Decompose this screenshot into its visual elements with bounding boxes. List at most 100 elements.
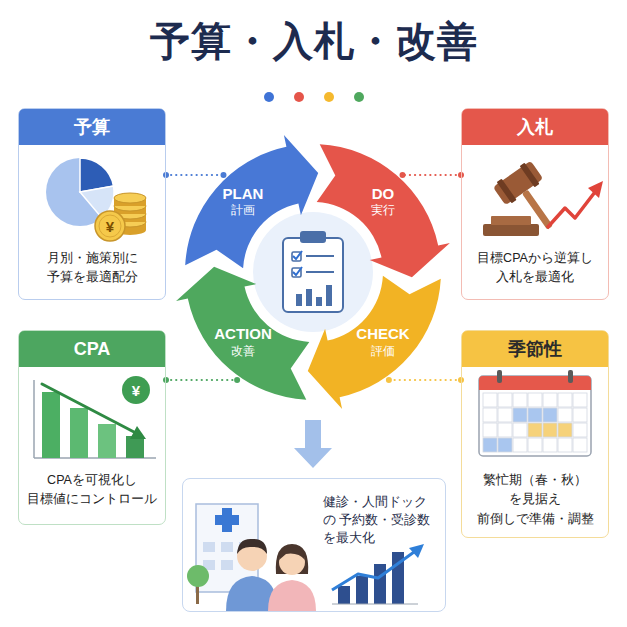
coin-stack-part (114, 193, 146, 203)
calendar-cell (483, 438, 497, 452)
cpa-icon-part (42, 384, 134, 432)
calendar-cell (573, 393, 587, 407)
check-arrow: CHECK評価 (313, 272, 455, 414)
clipboard-icon-part (283, 238, 343, 312)
icon-space (19, 145, 165, 249)
panel-heading: 入札 (462, 109, 608, 145)
panel-heading: CPA (19, 331, 165, 367)
connector-dot (400, 172, 406, 178)
icon-space (462, 367, 608, 471)
dotted-connector (166, 379, 237, 381)
phase-japanese: 計画 (223, 204, 264, 220)
cycle-label: ACTION改善 (214, 324, 272, 359)
calendar-cell (513, 438, 527, 452)
title-dots-part (354, 92, 364, 102)
connector-dot (163, 172, 169, 178)
calendar-cell (543, 408, 557, 422)
calendar-cell (573, 438, 587, 452)
bid-panel: 入札目標CPAから逆算し 入札を最適化 (461, 108, 609, 300)
clipboard-icon-part (326, 285, 332, 306)
phase-japanese: 実行 (371, 204, 395, 220)
people-illustration-part (203, 542, 215, 552)
phase-name: DO (371, 184, 395, 204)
people-illustration-part (332, 604, 418, 605)
people-illustration-part (187, 565, 209, 587)
title-dots-part (324, 92, 334, 102)
bid-icon-part (491, 216, 531, 225)
people-illustration-part (221, 560, 233, 570)
icon-space (19, 367, 165, 471)
clipboard-icon-part (316, 297, 322, 306)
cpa-icon-part (42, 392, 60, 458)
down-arrow (294, 420, 332, 468)
clipboard-icon-part (306, 271, 334, 273)
plan-arrow: PLAN計画 (171, 130, 313, 272)
panel-heading: 予算 (19, 109, 165, 145)
calendar-cell (543, 438, 557, 452)
cycle-arrow (185, 135, 318, 268)
do-arrow: DO実行 (313, 130, 455, 272)
bid-icon-part-part (497, 179, 517, 204)
calendar-cell (573, 423, 587, 437)
calendar-cell (558, 408, 572, 422)
calendar-icon-part (497, 370, 502, 383)
people-illustration-part (409, 544, 424, 558)
calendar-cell (558, 438, 572, 452)
bid-icon-part-part (522, 190, 553, 230)
dotted-connector (166, 174, 223, 176)
cpa-icon-part (98, 424, 116, 458)
calendar-icon-part (568, 370, 573, 383)
bid-icon-part (588, 181, 603, 198)
calendar-cell (513, 393, 527, 407)
cycle-label: PLAN計画 (223, 184, 264, 219)
clipboard-icon-part (293, 251, 302, 259)
phase-name: CHECK (356, 324, 409, 344)
budget-icon (46, 158, 146, 241)
season-panel: 季節性繁忙期（春・秋）を見据え 前倒しで準備・調整 (461, 330, 609, 538)
calendar-cell (573, 408, 587, 422)
connector-dot (386, 377, 392, 383)
panel-description: 繁忙期（春・秋）を見据え 前倒しで準備・調整 (462, 471, 608, 529)
bid-icon-part (547, 192, 595, 228)
calendar-cell (513, 423, 527, 437)
calendar-cell (543, 423, 557, 437)
currency-symbol: ¥ (106, 219, 114, 234)
calendar-cell (498, 393, 512, 407)
calendar-cell (558, 393, 572, 407)
cpa-icon-part (130, 426, 146, 439)
bid-icon-part (492, 159, 569, 241)
people-illustration-part (279, 547, 305, 560)
people-illustration-part (196, 584, 199, 604)
bid-icon (483, 159, 603, 241)
connector-dot (163, 377, 169, 383)
clipboard-icon-part (293, 267, 302, 275)
calendar-icon-part (479, 376, 591, 456)
calendar-cell (528, 423, 542, 437)
panel-heading: 季節性 (462, 331, 608, 367)
calendar-cell (543, 393, 557, 407)
dotted-connector (389, 379, 461, 381)
cpa-panel: CPACPAを可視化し 目標値にコントロール (18, 330, 166, 525)
calendar-cell (528, 393, 542, 407)
goal-box: 健診・人間ドックの 予約数・受診数を最大化 (182, 478, 446, 612)
connector-dot (220, 172, 226, 178)
action-arrow: ACTION改善 (171, 272, 313, 414)
cycle-arrow (176, 267, 309, 400)
down-arrow-part (294, 420, 332, 468)
budget-icon-part (95, 211, 125, 241)
cycle-label: DO実行 (371, 184, 395, 219)
title-dots-part (264, 92, 274, 102)
cpa-icon-part (126, 436, 144, 458)
people-illustration-part (356, 576, 368, 604)
calendar-cell (483, 423, 497, 437)
icon-space (462, 145, 608, 249)
bid-icon-part (483, 224, 539, 236)
calendar-cell (483, 408, 497, 422)
phase-japanese: 改善 (214, 344, 272, 360)
connector-dot (234, 377, 240, 383)
cpa-icon-part (33, 380, 35, 458)
clipboard-icon-part (253, 212, 373, 332)
currency-symbol: ¥ (132, 383, 140, 398)
clipboard-icon-part (306, 255, 334, 257)
